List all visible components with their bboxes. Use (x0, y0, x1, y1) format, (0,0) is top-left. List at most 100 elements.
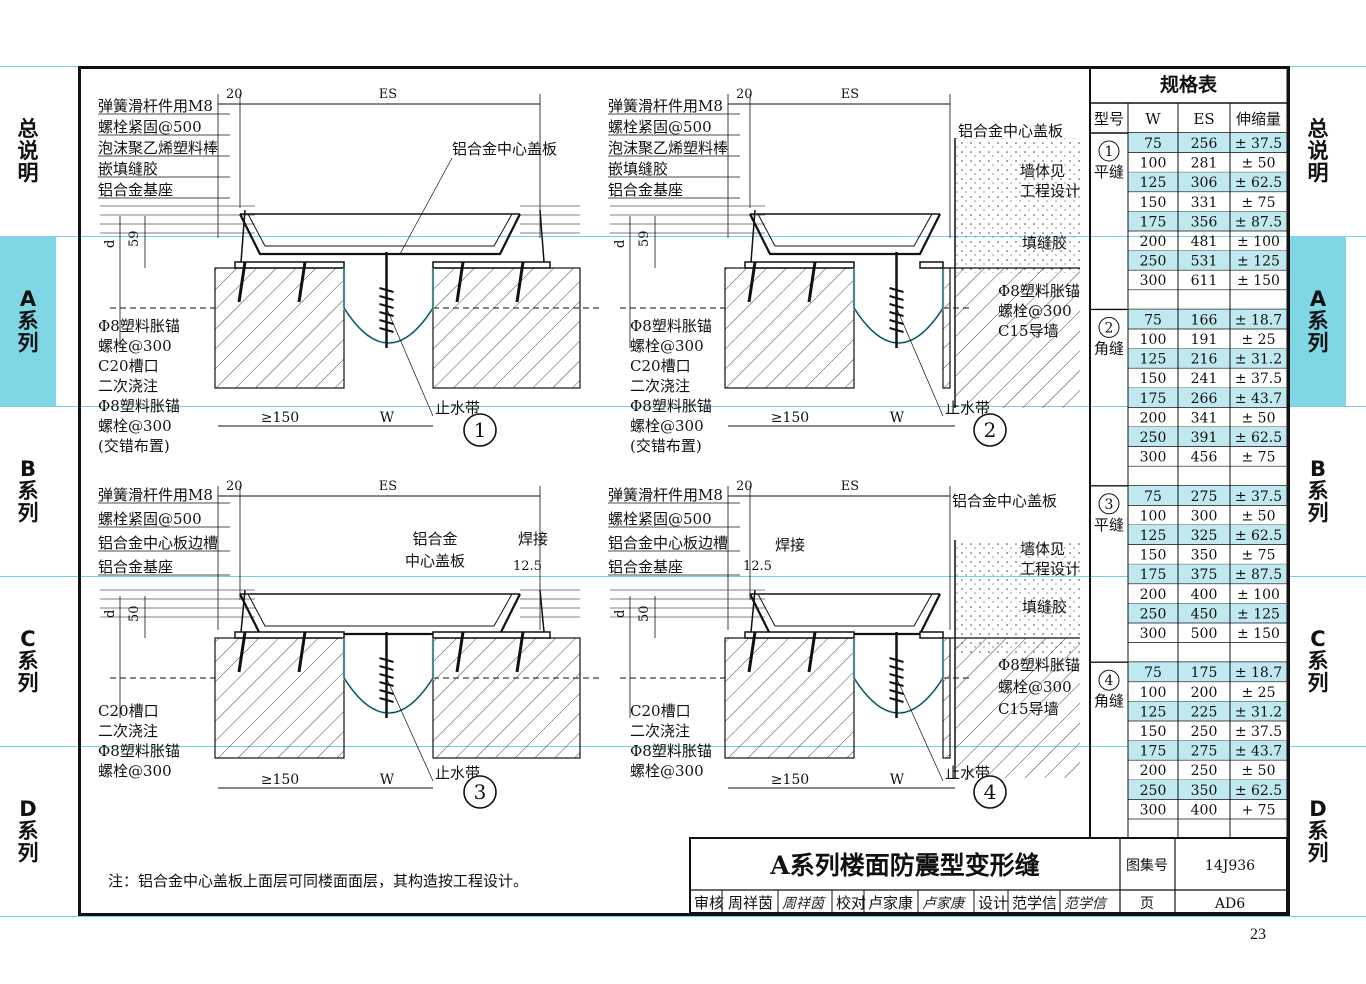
guide-line (0, 916, 1366, 917)
dimension-es: ES (841, 87, 859, 102)
table-row-band (1128, 211, 1287, 231)
cover-plate (749, 593, 941, 636)
spring-coil (379, 303, 394, 309)
base-profile-side (240, 589, 246, 633)
label-bottom-7: (交错布置) (98, 437, 170, 455)
table-cell: 341 (1191, 410, 1218, 426)
table-cell: ± 18.7 (1235, 665, 1282, 681)
atlas-number: 14J936 (1205, 858, 1255, 874)
guide-line (0, 236, 1366, 237)
table-cell: ± 62.5 (1235, 430, 1282, 446)
concrete-slab-right (432, 267, 581, 389)
table-cell: 250 (1140, 254, 1167, 270)
spring-coil (889, 673, 904, 679)
label-left-1: 弹簧滑杆件用M8 (608, 486, 723, 504)
table-cell: 125 (1140, 352, 1167, 368)
side-tab-char: 列 (1307, 501, 1329, 525)
label-left-3: 泡沫聚乙烯塑料棒 (608, 139, 728, 157)
anchor-bolt (747, 261, 757, 303)
side-tab-char: 明 (1307, 161, 1329, 185)
table-group-type: 平缝 (1094, 163, 1124, 181)
table-cell: 200 (1140, 763, 1167, 779)
table-cell: 250 (1191, 763, 1218, 779)
drawing-frame (78, 66, 1290, 916)
label-right-1: 墙体见 (1020, 540, 1065, 558)
table-cell: 100 (1140, 156, 1167, 172)
spring-coil (889, 303, 904, 309)
waterstop-edge (343, 638, 434, 714)
dimension-20: 20 (226, 479, 243, 494)
label-bottom-2: 二次浇注 (630, 722, 690, 740)
dimension-150: ≥150 (261, 772, 299, 788)
label-left-4: 铝合金基座 (98, 558, 173, 576)
label-waterstop: 止水带 (435, 764, 480, 782)
table-cell: 400 (1191, 802, 1218, 818)
side-tab-char: D (1309, 797, 1327, 821)
concrete-slab-left (214, 637, 345, 759)
label-left-3: 铝合金中心板边槽 (608, 534, 728, 552)
table-cell: 325 (1191, 528, 1218, 544)
table-cell: ± 50 (1242, 508, 1276, 524)
table-cell: ± 31.2 (1235, 352, 1282, 368)
dimension-w: W (890, 772, 905, 788)
side-tab-1[interactable]: 总说明 (1290, 66, 1346, 236)
cover-plate (239, 593, 521, 636)
anchor-bolt (455, 631, 465, 673)
table-cell: ± 50 (1242, 763, 1276, 779)
table-cell: ± 87.5 (1235, 567, 1282, 583)
table-cell: ± 43.7 (1235, 744, 1282, 760)
side-tab-char: 说 (1307, 139, 1329, 163)
label-bottom-1: Φ8塑料胀锚 (630, 317, 712, 335)
signature: 卢家康 (922, 896, 966, 912)
side-tab-char: 系 (1307, 309, 1329, 333)
spring-coil (379, 673, 394, 679)
title-block-cell: 设计 (978, 894, 1008, 912)
table-cell: 200 (1140, 234, 1167, 250)
side-tab-char: C (20, 627, 36, 651)
table-cell: 250 (1140, 606, 1167, 622)
side-tab-char: B (19, 457, 36, 481)
wall-body (955, 540, 1080, 655)
table-cell: 150 (1140, 548, 1167, 564)
spring-coil (379, 697, 394, 703)
table-cell: 356 (1191, 214, 1218, 230)
table-cell: ± 150 (1237, 626, 1280, 642)
dimension-20: 20 (736, 479, 753, 494)
table-cell: 300 (1191, 508, 1218, 524)
table-cell: ± 75 (1242, 548, 1276, 564)
guide-wall (955, 638, 1080, 778)
concrete-slab-left (724, 267, 855, 389)
side-tab-char: 系 (17, 309, 39, 333)
side-tab-1[interactable]: 总说明 (0, 66, 56, 236)
label-left-1: 弹簧滑杆件用M8 (608, 97, 723, 115)
label-cover-plate: 铝合金中心盖板 (958, 122, 1063, 140)
side-tab-char: 列 (1307, 671, 1329, 695)
table-row-band (1128, 387, 1287, 408)
table-cell: 281 (1191, 156, 1218, 172)
anchor-bolt (237, 261, 247, 303)
title-block-cell: 审核 (694, 894, 724, 912)
label-bottom-7: (交错布置) (630, 437, 702, 455)
label-left-1: 弹簧滑杆件用M8 (98, 97, 213, 115)
table-cell: ± 25 (1242, 332, 1276, 348)
leader-line (399, 157, 453, 255)
label-bottom-2: 二次浇注 (98, 722, 158, 740)
label-right-3: 填缝胶 (1022, 598, 1067, 616)
waterstop-edge (343, 268, 434, 344)
base-profile-right (432, 261, 551, 269)
table-row-band (1128, 740, 1287, 761)
dimension-d: d (613, 610, 628, 618)
label-right-2: 工程设计 (1020, 182, 1080, 200)
base-profile-side (750, 209, 756, 263)
spring-coil (889, 665, 904, 671)
table-cell: 375 (1191, 567, 1218, 583)
table-cell: ± 18.7 (1235, 312, 1282, 328)
